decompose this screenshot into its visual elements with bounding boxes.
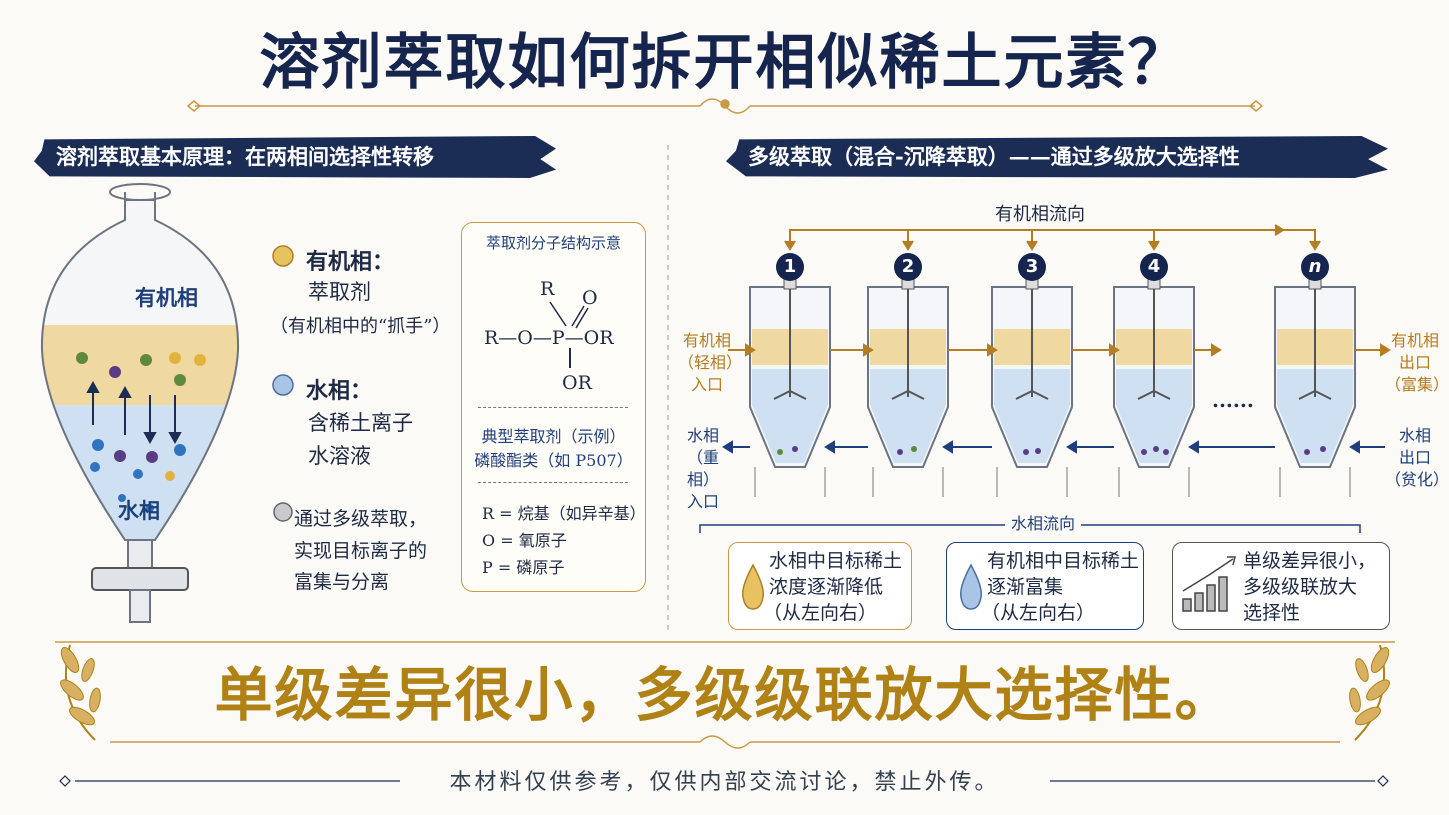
gold-droplet-icon [741,563,765,610]
legend-process-line2: 实现目标离子的 [294,540,428,562]
legend-organic-line1: 萃取剂 [308,280,371,304]
organic-flow-arrows [784,224,1321,251]
transfer-arrows [86,380,182,445]
page-title: 溶剂萃取如何拆开相似稀土元素？ [259,28,1190,98]
laurel-left-icon [60,644,101,741]
legend-aqueous-line2: 水溶液 [308,444,371,468]
legend-process-line3: 富集与分离 [294,571,390,593]
stage-ellipsis: ...... [1212,388,1254,412]
molecule-bonds [549,301,589,329]
legend-aqueous-title: 水相： [306,378,373,404]
molecule-key-r: R = 烷基（如异辛基） [482,504,646,523]
aqueous-flow-label: 水相流向 [1005,510,1082,534]
conclusion-frame [55,641,1395,749]
tank-1 [749,267,831,497]
legend-process-line1: 通过多级萃取， [294,508,428,530]
molecule-chain: R—O—P—OR [484,327,614,349]
left-panel-header: 溶剂萃取基本原理：在两相间选择性转移 [34,136,556,178]
right-panel-header: 多级萃取（混合-沉降萃取）——通过多级放大选择性 [726,136,1388,178]
molecule-title: 萃取剂分子结构示意 [485,234,621,252]
blue-droplet-icon [959,563,983,610]
organic-flow-label: 有机相流向 [995,204,1085,225]
organic-layer [41,325,239,405]
stage-3-badge: 3 [1018,253,1046,281]
stopcock-icon [91,567,189,591]
tanks [749,267,1356,497]
footer-disclaimer: 本材料仅供参考，仅供内部交流讨论，禁止外传。 [449,770,1000,795]
stage-4-badge: 4 [1140,253,1168,281]
organic-dot-icon [272,245,294,267]
tank-n [1274,267,1356,497]
organic-inlet-label: 有机相 （轻相） 入口 [678,331,743,394]
funnel-organic-label: 有机相 [135,285,198,310]
molecule-key-o: O = 氧原子 [482,531,567,550]
organic-stage-arrows [728,343,1391,357]
legend-organic-title: 有机相： [306,249,395,275]
footer-rule [59,775,1389,787]
laurel-right-icon [1349,644,1390,741]
molecule-typical-line1: 典型萃取剂（示例） [481,427,626,446]
legend-organic-line2: （有机相中的“抓手”） [270,316,451,337]
ion-particles [76,352,206,512]
molecule-typical-line2: 磷酸酯类（如 P507） [474,451,633,470]
molecule-r-top: R [540,278,555,300]
organic-outlet-label: 有机相 出口 （富集） [1385,331,1449,394]
molecule-o-top: O [582,287,598,309]
tank-3 [991,267,1073,497]
summary-cascade-amplification: 单级差异很小， 多级级联放大 选择性 [1172,542,1390,630]
summary-aqueous-depletion: 水相中目标稀土 浓度逐渐降低 （从左向右） [728,542,912,630]
legend-aqueous-line1: 含稀土离子 [308,411,413,435]
molecule-divider-2 [478,482,628,483]
molecule-key-p: P = 磷原子 [482,558,565,577]
mixer-settler-cascade [699,224,1391,533]
molecule-o-bottom: OR [562,372,592,394]
summary-organic-enrichment: 有机相中目标稀土 逐渐富集 （从左向右） [946,542,1144,630]
molecule-divider-1 [478,407,628,408]
legend-dots [272,245,294,522]
funnel-aqueous-label: 水相 [118,498,160,523]
aqueous-dot-icon [272,374,294,396]
process-dot-icon [273,502,293,522]
stage-1-badge: 1 [776,253,804,281]
growth-chart-icon [1182,556,1236,612]
tank-4 [1113,267,1195,497]
stage-n-badge: n [1301,253,1329,281]
separatory-funnel [40,183,240,623]
aqueous-outlet-label: 水相 出口 （贫化） [1385,426,1449,489]
conclusion-banner: 单级差异很小，多级级联放大选择性。 [214,661,1235,729]
stage-2-badge: 2 [894,253,922,281]
aqueous-stage-arrows [722,440,1385,454]
tank-2 [867,267,949,497]
aqueous-inlet-label: 水相 （重相） 入口 [686,426,719,511]
title-divider [186,98,1264,114]
molecule-bond-down [569,348,571,368]
